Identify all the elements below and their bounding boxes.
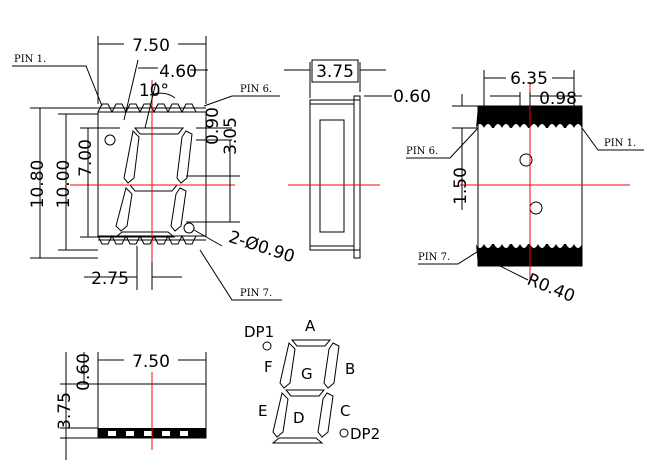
- back-pin1-label: PIN 1.: [604, 138, 636, 149]
- segment-legend: DP1 A B C D E F G DP2: [244, 317, 380, 444]
- back-bottom-leads: [476, 244, 582, 266]
- segment-dp1: DP1: [244, 323, 274, 341]
- front-dim-segment-gap: 3.05: [221, 117, 241, 155]
- back-dim-pitch: 0.98: [539, 89, 577, 109]
- segment-g: G: [301, 365, 313, 383]
- bottom-dim-width: 7.50: [132, 352, 170, 372]
- back-pin7-label: PIN 7.: [418, 252, 450, 263]
- front-dim-width: 7.50: [132, 36, 170, 56]
- segment-d: D: [293, 409, 305, 427]
- front-dim-angle: 10°: [139, 81, 169, 101]
- back-marker-top: [519, 153, 533, 167]
- segment-a: A: [305, 317, 316, 335]
- back-dim-radius: R0.40: [524, 270, 578, 307]
- front-pin1-marker: [104, 134, 116, 146]
- front-dim-top-gap: 0.90: [203, 107, 223, 145]
- bottom-dim-height: 3.75: [55, 392, 75, 430]
- front-view: 7.50 4.60 10° 0.90 3.05 10.80 10.00 7.00: [12, 36, 297, 301]
- segment-f: F: [264, 358, 273, 376]
- back-dim-span: 6.35: [510, 69, 548, 89]
- segment-dp2: DP2: [350, 425, 380, 443]
- back-view: 6.35 0.98 1.50 R0.40 PIN 1. PIN 6. PIN 7…: [406, 69, 644, 307]
- side-dim-thickness: 3.75: [316, 62, 354, 82]
- back-top-leads: [476, 106, 582, 128]
- segment-e: E: [258, 402, 267, 420]
- front-dim-offset: 4.60: [159, 62, 197, 82]
- side-window: [319, 119, 345, 233]
- legend-dp1-dot: [262, 341, 272, 351]
- segment-c: C: [340, 402, 350, 420]
- front-pin1-label: PIN 1.: [14, 54, 46, 65]
- side-dim-lead: 0.60: [393, 87, 431, 107]
- front-dim-digit-height: 7.00: [76, 139, 96, 177]
- back-pin6-label: PIN 6.: [406, 146, 438, 157]
- segment-b: B: [345, 360, 355, 378]
- legend-digit: [271, 339, 340, 444]
- front-dim-pin-pitch: 2.75: [91, 269, 129, 289]
- side-body: [309, 99, 361, 251]
- front-hole-marker: [183, 222, 195, 234]
- front-digit: [114, 127, 193, 238]
- front-dim-hole: 2-Ø0.90: [226, 227, 297, 267]
- front-pin6-label: PIN 6.: [240, 84, 272, 95]
- back-dim-offset: 1.50: [451, 167, 471, 205]
- back-marker-bottom: [529, 201, 543, 215]
- front-pin7-label: PIN 7.: [240, 288, 272, 299]
- legend-dp2-dot: [339, 428, 349, 438]
- bottom-view: 7.50 3.75 0.60: [55, 352, 207, 460]
- front-dim-height-overall: 10.80: [28, 160, 48, 209]
- bottom-lead-gaps: [108, 431, 188, 436]
- side-view: 3.75 0.60: [284, 59, 431, 259]
- bottom-dim-lead: 0.60: [74, 353, 94, 391]
- front-dim-height-body: 10.00: [54, 160, 74, 209]
- side-lead: [353, 95, 361, 259]
